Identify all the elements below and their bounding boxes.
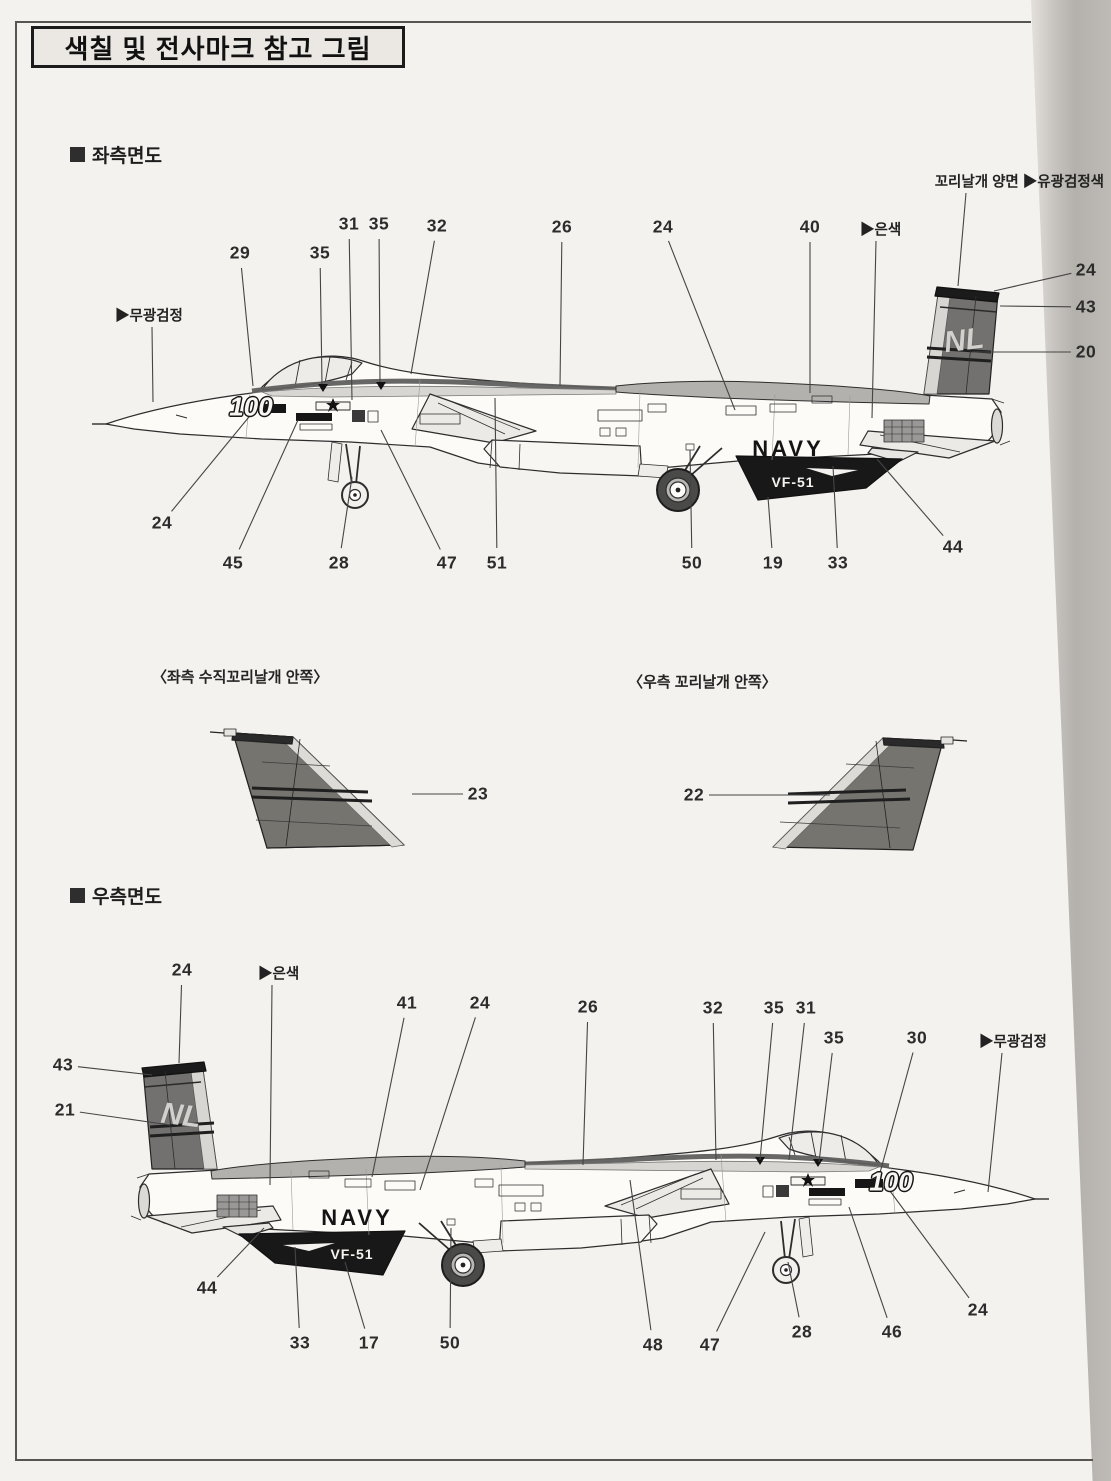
callout-28: 28 xyxy=(328,552,350,573)
callout-45: 45 xyxy=(222,552,244,573)
callout-20: 20 xyxy=(1075,341,1097,362)
callout-51: 51 xyxy=(486,552,508,573)
callout-▶무광검정: ▶무광검정 xyxy=(115,308,183,325)
section-label-right-view: 우측면도 xyxy=(92,887,162,908)
section-header-right-view: 우측면도 xyxy=(70,882,162,909)
callout-47: 47 xyxy=(699,1334,721,1355)
page-title: 색칠 및 전사마크 참고 그림 xyxy=(64,33,372,64)
callout-33: 33 xyxy=(289,1332,311,1353)
callout-▶은색: ▶은색 xyxy=(258,966,300,983)
callout-43: 43 xyxy=(52,1054,74,1075)
section-marker-square xyxy=(70,888,85,903)
callout-24: 24 xyxy=(469,992,491,1013)
callout-26: 26 xyxy=(551,216,573,237)
title-box: 색칠 및 전사마크 참고 그림 xyxy=(31,26,405,68)
callout-48: 48 xyxy=(642,1334,664,1355)
callout-31: 31 xyxy=(795,997,817,1018)
callout-47: 47 xyxy=(436,552,458,573)
callout-32: 32 xyxy=(426,215,448,236)
callout-▶무광검정: ▶무광검정 xyxy=(979,1034,1047,1051)
left-fin-inner-drawing xyxy=(209,728,405,849)
callout-19: 19 xyxy=(762,552,784,573)
left-fin-caption: 〈좌측 수직꼬리날개 안쪽〉 xyxy=(152,669,329,686)
callout-44: 44 xyxy=(942,536,964,557)
marking-NAVY: NAVY xyxy=(321,1205,393,1230)
callout-32: 32 xyxy=(702,997,724,1018)
callout-▶은색: ▶은색 xyxy=(860,222,902,239)
callout-41: 41 xyxy=(396,992,418,1013)
callout-24: 24 xyxy=(967,1299,989,1320)
callout-31: 31 xyxy=(338,213,360,234)
right-fin-inner-drawing xyxy=(772,736,968,851)
page-border-top xyxy=(15,21,1031,23)
callout-35: 35 xyxy=(823,1027,845,1048)
callout-21: 21 xyxy=(54,1099,76,1120)
callout-24: 24 xyxy=(652,216,674,237)
callout-35: 35 xyxy=(309,242,331,263)
section-marker-square xyxy=(70,147,85,162)
callout-17: 17 xyxy=(358,1332,380,1353)
page-border-left xyxy=(15,21,17,1461)
marking-VF-51: VF-51 xyxy=(771,474,815,490)
callout-40: 40 xyxy=(799,216,821,237)
callout-44: 44 xyxy=(196,1277,218,1298)
marking-100: 100 xyxy=(869,1166,913,1197)
section-header-left-view: 좌측면도 xyxy=(70,141,162,168)
callout-23: 23 xyxy=(467,783,489,804)
callout-35: 35 xyxy=(368,213,390,234)
marking-NAVY: NAVY xyxy=(752,436,824,461)
callout-꼬리날개 양면 ▶유광검정색: 꼬리날개 양면 ▶유광검정색 xyxy=(934,174,1104,191)
section-label-left-view: 좌측면도 xyxy=(92,146,162,167)
callout-33: 33 xyxy=(827,552,849,573)
callout-50: 50 xyxy=(681,552,703,573)
marking-NL: NL xyxy=(942,321,986,360)
marking-NL: NL xyxy=(159,1096,203,1135)
page-border-bottom xyxy=(15,1459,1093,1461)
callout-35: 35 xyxy=(763,997,785,1018)
callout-24: 24 xyxy=(171,959,193,980)
marking-100: 100 xyxy=(229,391,273,422)
callout-24: 24 xyxy=(151,512,173,533)
callout-28: 28 xyxy=(791,1321,813,1342)
callout-50: 50 xyxy=(439,1332,461,1353)
right-fin-caption: 〈우측 꼬리날개 안쪽〉 xyxy=(628,674,777,691)
callout-29: 29 xyxy=(229,242,251,263)
callout-46: 46 xyxy=(881,1321,903,1342)
callout-22: 22 xyxy=(683,784,705,805)
marking-VF-51: VF-51 xyxy=(330,1246,374,1262)
callout-26: 26 xyxy=(577,996,599,1017)
callout-43: 43 xyxy=(1075,296,1097,317)
callout-30: 30 xyxy=(906,1027,928,1048)
callout-24: 24 xyxy=(1075,259,1097,280)
